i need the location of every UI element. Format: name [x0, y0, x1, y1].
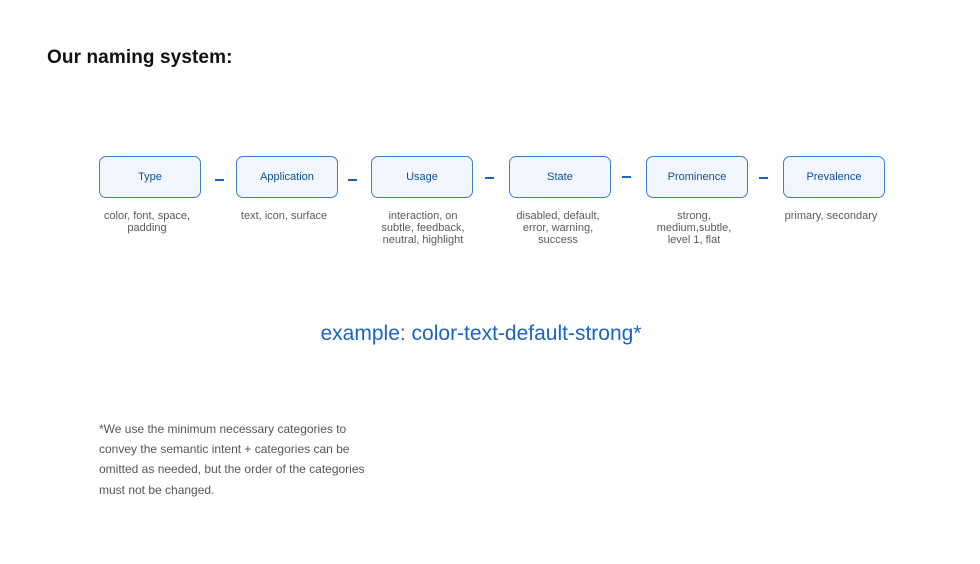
separator-dash	[215, 179, 224, 181]
category-description-prevalence: primary, secondary	[784, 210, 878, 222]
category-description-application: text, icon, surface	[240, 210, 328, 222]
category-box-prevalence: Prevalence	[783, 156, 885, 198]
separator-dash	[759, 177, 768, 179]
example-token-name: example: color-text-default-strong*	[320, 322, 642, 345]
category-box-state: State	[509, 156, 611, 198]
category-box-application: Application	[236, 156, 338, 198]
separator-dash	[622, 176, 631, 178]
category-box-type: Type	[99, 156, 201, 198]
category-description-usage: interaction, on subtle, feedback, neutra…	[381, 210, 465, 246]
separator-dash	[348, 179, 357, 181]
separator-dash	[485, 177, 494, 179]
page-title: Our naming system:	[47, 47, 233, 68]
footnote: *We use the minimum necessary categories…	[99, 422, 365, 497]
category-description-prominence: strong, medium,subtle, level 1, flat	[656, 210, 732, 246]
category-description-state: disabled, default, error, warning, succe…	[516, 210, 600, 246]
category-box-usage: Usage	[371, 156, 473, 198]
category-description-type: color, font, space, padding	[103, 210, 191, 234]
category-box-prominence: Prominence	[646, 156, 748, 198]
